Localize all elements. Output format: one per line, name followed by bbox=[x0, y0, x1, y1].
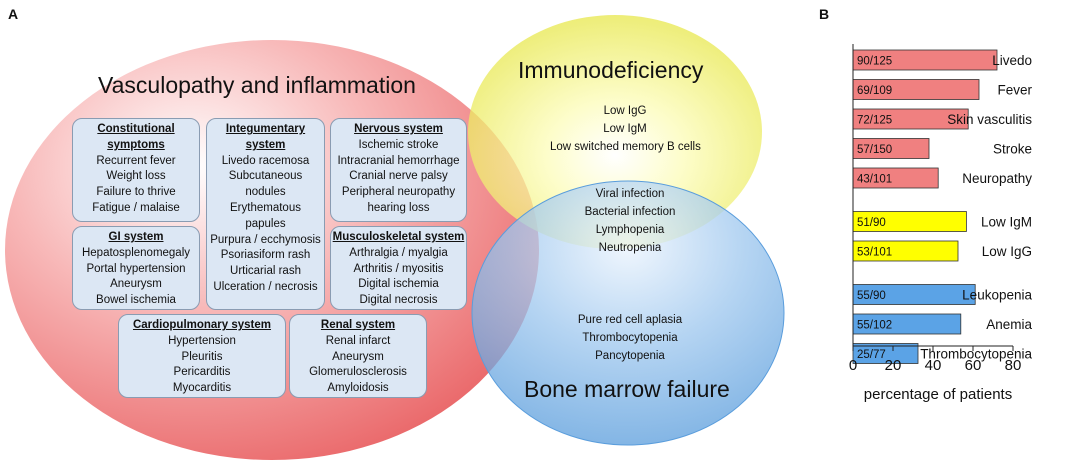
bar-data-label: 90/125 bbox=[857, 56, 892, 68]
symptom-item: Ulceration / necrosis bbox=[213, 280, 318, 293]
system-heading: Nervous system bbox=[354, 123, 443, 135]
category-label: Neuropathy bbox=[962, 171, 1032, 186]
bone-marrow-item: Thrombocytopenia bbox=[582, 332, 678, 344]
system-heading: Renal system bbox=[320, 319, 396, 331]
bar-data-label: 53/101 bbox=[857, 247, 892, 259]
bone-marrow-item: Pancytopenia bbox=[595, 350, 665, 362]
bar-data-label: 69/109 bbox=[857, 85, 892, 97]
symptom-item: Failure to thrive bbox=[96, 186, 176, 199]
category-label: Livedo bbox=[992, 53, 1032, 68]
system-heading: Cardiopulmonary system bbox=[132, 319, 272, 331]
panel-b-label: B bbox=[819, 6, 830, 22]
category-label: Low IgM bbox=[981, 215, 1032, 230]
vasculopathy-title: Vasculopathy and inflammation bbox=[98, 72, 416, 98]
symptom-item: Fatigue / malaise bbox=[92, 201, 180, 214]
immunodeficiency-list: Low IgG Low IgM Low switched memory B ce… bbox=[550, 102, 701, 156]
symptom-item: Ischemic stroke bbox=[358, 138, 439, 151]
overlap-item: Viral infection bbox=[595, 188, 665, 200]
gi-system-box: GI system Hepatosplenomegaly Portal hype… bbox=[72, 226, 200, 310]
overlap-item: Neutropenia bbox=[598, 242, 662, 254]
x-tick-label: 40 bbox=[925, 357, 942, 374]
bar-data-label: 51/90 bbox=[857, 217, 886, 229]
bar bbox=[852, 343, 919, 364]
symptom-item: Pleuritis bbox=[181, 350, 223, 363]
bone-marrow-title: Bone marrow failure bbox=[524, 376, 730, 402]
symptom-item: Arthritis / myositis bbox=[353, 262, 444, 275]
bone-marrow-list: Pure red cell aplasia Thrombocytopenia P… bbox=[565, 311, 695, 365]
overlap-item: Lymphopenia bbox=[595, 224, 665, 236]
constitutional-system-box: Constitutional symptoms Recurrent fever … bbox=[72, 118, 200, 222]
bar-data-label: 43/101 bbox=[857, 174, 892, 186]
symptom-item: Bowel ischemia bbox=[96, 294, 176, 307]
category-label: Anemia bbox=[986, 317, 1032, 332]
symptom-item: Aneurysm bbox=[110, 278, 162, 291]
musculoskeletal-system-box: Musculoskeletal system Arthralgia / myal… bbox=[330, 226, 467, 310]
symptom-item: Peripheral neuropathy bbox=[341, 186, 456, 199]
symptom-item: hearing loss bbox=[367, 201, 430, 214]
cardiopulmonary-system-box: Cardiopulmonary system Hypertension Pleu… bbox=[118, 314, 286, 398]
bone-marrow-item: Pure red cell aplasia bbox=[577, 314, 683, 326]
symptom-item: Hepatosplenomegaly bbox=[81, 246, 191, 259]
symptom-item: Portal hypertension bbox=[86, 262, 186, 275]
immunodeficiency-title: Immunodeficiency bbox=[518, 57, 704, 83]
symptom-item: Livedo racemosa bbox=[221, 154, 310, 167]
x-axis-label: percentage of patients bbox=[864, 386, 1012, 403]
symptom-item: Cranial nerve palsy bbox=[349, 170, 448, 183]
symptom-item: Hypertension bbox=[168, 334, 236, 347]
overlap-item: Bacterial infection bbox=[584, 206, 676, 218]
system-heading: Integumentary system bbox=[225, 123, 306, 151]
x-tick-label: 80 bbox=[1005, 357, 1022, 374]
symptom-item: Recurrent fever bbox=[96, 154, 176, 167]
x-tick-label: 0 bbox=[849, 357, 857, 374]
symptom-item: Arthralgia / myalgia bbox=[349, 246, 448, 259]
category-label: Fever bbox=[997, 83, 1032, 98]
x-tick-label: 20 bbox=[885, 357, 902, 374]
system-heading: Musculoskeletal system bbox=[332, 231, 465, 243]
category-label: Low IgG bbox=[982, 244, 1032, 259]
immuno-item: Low IgG bbox=[603, 105, 647, 117]
symptom-item: Renal infarct bbox=[325, 334, 391, 347]
symptom-item: Erythematous papules bbox=[230, 201, 301, 230]
bar-data-label: 57/150 bbox=[857, 144, 892, 156]
immuno-item: Low IgM bbox=[603, 123, 647, 135]
symptom-item: Purpura / ecchymosis bbox=[210, 233, 321, 246]
bar-data-label: 55/90 bbox=[857, 290, 886, 302]
symptom-item: Amyloidosis bbox=[327, 382, 389, 395]
symptom-item: Aneurysm bbox=[332, 350, 384, 363]
symptom-item: Psoriasiform rash bbox=[220, 249, 311, 262]
symptom-item: Intracranial hemorrhage bbox=[337, 154, 460, 167]
category-label: Thrombocytopenia bbox=[920, 347, 1032, 362]
x-tick-label: 60 bbox=[965, 357, 982, 374]
symptom-item: Myocarditis bbox=[172, 382, 232, 395]
symptom-item: Digital necrosis bbox=[359, 294, 438, 307]
category-label: Stroke bbox=[993, 142, 1032, 157]
panel-a-label: A bbox=[8, 6, 19, 22]
system-heading: Constitutional symptoms bbox=[97, 123, 175, 151]
bone-marrow-ellipse bbox=[471, 180, 785, 446]
symptom-item: Glomerulosclerosis bbox=[309, 366, 407, 379]
renal-system-box: Renal system Renal infarct Aneurysm Glom… bbox=[289, 314, 427, 398]
system-heading: GI system bbox=[108, 231, 164, 243]
category-label: Leukopenia bbox=[962, 288, 1032, 303]
bar-data-label: 72/125 bbox=[857, 115, 892, 127]
immuno-item: Low switched memory B cells bbox=[550, 141, 701, 153]
symptom-item: Subcutaneous nodules bbox=[228, 170, 303, 199]
nervous-system-box: Nervous system Ischemic stroke Intracran… bbox=[330, 118, 467, 222]
symptom-item: Digital ischemia bbox=[358, 278, 439, 291]
symptom-item: Urticarial rash bbox=[230, 265, 301, 278]
bar-data-label: 55/102 bbox=[857, 320, 892, 332]
bar-data-label: 25/77 bbox=[857, 349, 886, 361]
integumentary-system-box: Integumentary system Livedo racemosa Sub… bbox=[206, 118, 325, 310]
immunodeficiency-ellipse bbox=[468, 15, 762, 249]
category-label: Skin vasculitis bbox=[947, 112, 1032, 127]
symptom-item: Pericarditis bbox=[173, 366, 231, 379]
symptom-item: Weight loss bbox=[106, 170, 166, 183]
overlap-list: Viral infection Bacterial infection Lymp… bbox=[575, 185, 685, 257]
